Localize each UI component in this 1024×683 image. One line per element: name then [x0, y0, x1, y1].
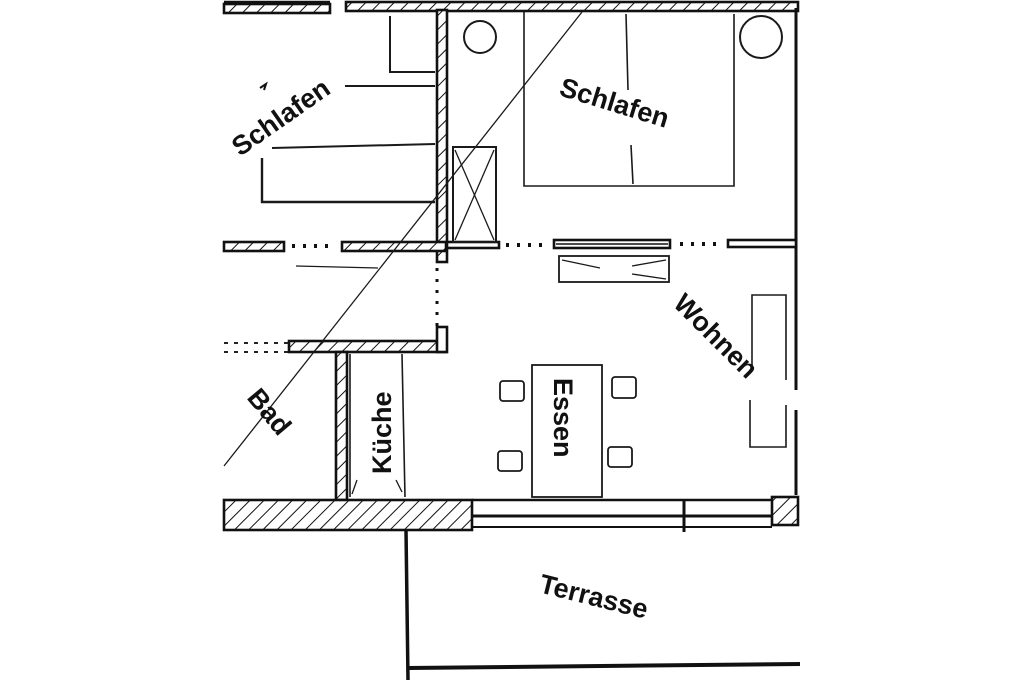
wardrobe — [452, 146, 497, 243]
top-exterior-wall — [222, 0, 800, 15]
room-label-wohnen: Wohnen — [668, 288, 764, 384]
bedroom-partition-wall — [435, 8, 449, 264]
bedroom-south-wall — [222, 238, 798, 253]
double-bed — [523, 12, 735, 187]
room-label-kueche: Küche — [367, 391, 397, 474]
room-label-bad: Bad — [241, 383, 297, 441]
dining-table — [531, 364, 603, 498]
section-line — [223, 11, 583, 467]
nightstand-lamp-right — [739, 15, 783, 59]
terrace-outline — [404, 529, 801, 681]
single-bed — [259, 16, 436, 204]
nightstand-lamp-left — [463, 20, 497, 54]
sofa — [749, 294, 787, 448]
dining-chairs — [497, 376, 637, 472]
kitchen-counter — [349, 353, 406, 498]
south-exterior-wall — [222, 495, 800, 532]
room-label-schlafen-2: Schlafen — [556, 72, 672, 134]
room-label-terrasse: Terrasse — [537, 569, 652, 625]
sideboard — [558, 255, 670, 283]
room-label-essen: Essen — [548, 378, 578, 458]
hallway-line — [295, 265, 379, 269]
